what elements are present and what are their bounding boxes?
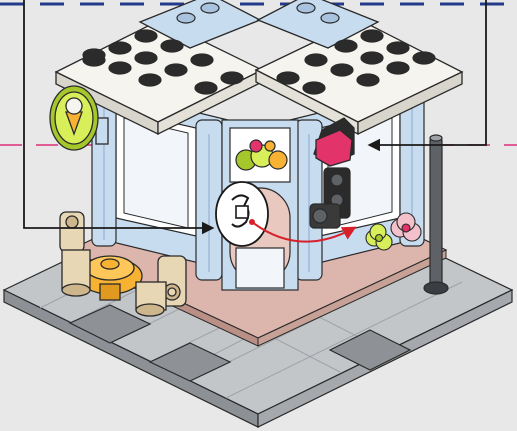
red-arrow-origin bbox=[249, 219, 255, 225]
magnifier-icon bbox=[216, 182, 268, 246]
